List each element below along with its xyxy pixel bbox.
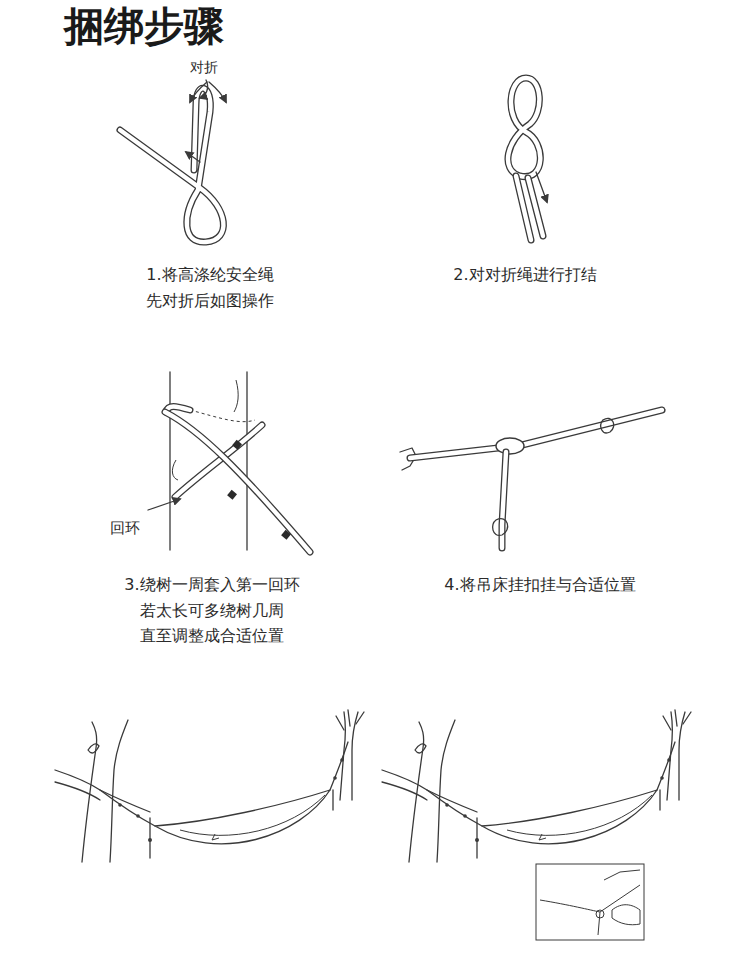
- tree-wrap-figure-part: [148, 499, 180, 510]
- hammock-scene-part: [382, 710, 691, 862]
- fold-figure: [120, 80, 226, 242]
- tree-wrap-figure-part: [165, 412, 310, 552]
- hook-figure-part: [496, 438, 524, 454]
- loop-label: 回环: [110, 516, 140, 540]
- knot-figure: [508, 78, 547, 240]
- knot-figure-part: [536, 172, 547, 202]
- hook-figure-part: [522, 410, 662, 445]
- hammock-scene-part: [604, 870, 640, 880]
- fold-figure-part: [190, 82, 207, 102]
- step-caption: 4.将吊床挂扣挂与合适位置: [410, 572, 670, 598]
- hook-figure-part: [410, 448, 498, 458]
- tree-wrap-figure-part: [232, 440, 242, 450]
- hammock-scene-part: [612, 905, 640, 925]
- knot-figure-part: [508, 78, 540, 177]
- step-caption: 2.对对折绳进行打结: [410, 262, 640, 288]
- hook-figure: [400, 410, 662, 548]
- hook-figure-part: [493, 519, 508, 536]
- fold-figure-part: [120, 88, 223, 242]
- hammock-scene-part: [55, 710, 364, 862]
- tree-wrap-figure-part: [246, 372, 247, 550]
- tree-wrap-figure-part: [190, 410, 255, 422]
- fold-figure-part: [186, 152, 200, 162]
- tree-wrap-figure-part: [281, 530, 291, 540]
- fold-label: 对折: [190, 56, 218, 78]
- step-caption: 3.绕树一周套入第一回环 若太长可多绕树几周 直至调整成合适位置: [102, 572, 322, 649]
- fold-figure-part: [120, 88, 223, 242]
- tree-wrap-figure: [148, 372, 310, 552]
- step-caption: 1.将高涤纶安全绳 先对折后如图操作: [105, 262, 315, 313]
- knot-figure-part: [508, 78, 540, 177]
- hammock-scene: [382, 710, 691, 940]
- tree-wrap-figure-part: [227, 490, 237, 500]
- tree-wrap-figure-part: [165, 412, 310, 552]
- hammock-scene: [55, 710, 364, 862]
- tree-wrap-figure-part: [169, 372, 170, 550]
- hook-figure-part: [601, 418, 614, 433]
- hammock-scene-part: [536, 864, 644, 940]
- tree-wrap-figure-part: [172, 460, 178, 480]
- tree-wrap-figure-part: [234, 380, 238, 412]
- fold-figure-part: [209, 82, 226, 102]
- hammock-scene-part: [598, 912, 600, 935]
- hook-figure-part: [522, 410, 662, 445]
- page-title: 捆绑步骤: [64, 2, 224, 50]
- hammock-scene-part: [540, 885, 640, 912]
- hammock-scene-part: [596, 910, 604, 918]
- hook-figure-part: [410, 448, 498, 458]
